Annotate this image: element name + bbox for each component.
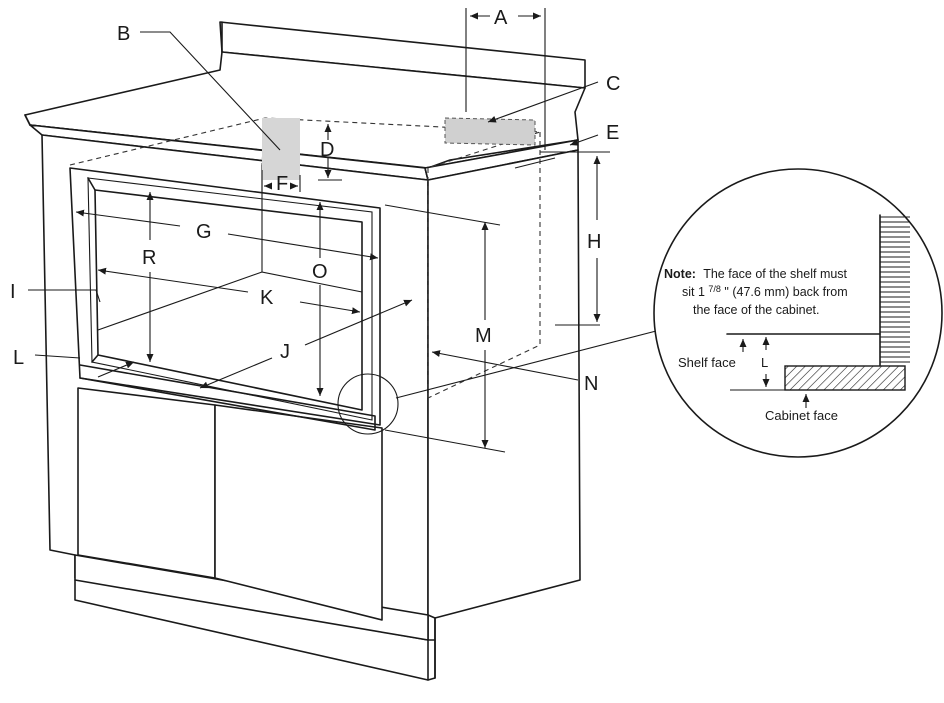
label-i: I [10,281,16,303]
note-line-2-post: " (47.6 mm) back from [724,285,847,299]
dimension-labels: A B C D E F G H I J K L M N O R [10,7,620,395]
cabinet-door-right [214,404,383,621]
note-bold: Note: [664,267,696,281]
label-o: O [312,261,328,283]
label-e: E [606,122,619,144]
detail-dim-label: L [761,355,768,370]
label-n: N [584,373,598,395]
cabinet-face-label: Cabinet face [765,408,838,423]
shelf-face-label: Shelf face [678,355,736,370]
label-f: F [276,173,288,195]
note-line-2-pre: sit 1 [682,285,705,299]
label-l: L [13,347,24,369]
dimension-lines [28,8,661,453]
detail-view: L Shelf face Cabinet face Note: The face… [653,168,943,458]
note-line-1: Note: The face of the shelf must [664,267,848,281]
cabinet-wall-section [880,215,910,365]
cabinet-door-left [77,387,216,579]
detail-callout-circle [337,373,399,435]
note-line-2-frac: 7/8 [708,284,721,294]
note-line-3: the face of the cabinet. [693,303,819,317]
label-j: J [280,341,290,363]
label-g: G [196,221,212,243]
label-c: C [606,73,620,95]
label-d: D [320,139,334,161]
label-k: K [260,287,274,309]
label-r: R [142,247,156,269]
note-line-1-text: The face of the shelf must [703,267,847,281]
cabinet-side [427,149,581,641]
label-m: M [475,325,492,347]
label-h: H [587,231,601,253]
shade-c [444,117,536,146]
shade-b [262,118,300,180]
note-line-2: sit 1 7/8 " (47.6 mm) back from [682,281,848,299]
label-a: A [494,7,508,29]
label-b: B [117,23,130,45]
cabinet-face-section [784,365,906,391]
